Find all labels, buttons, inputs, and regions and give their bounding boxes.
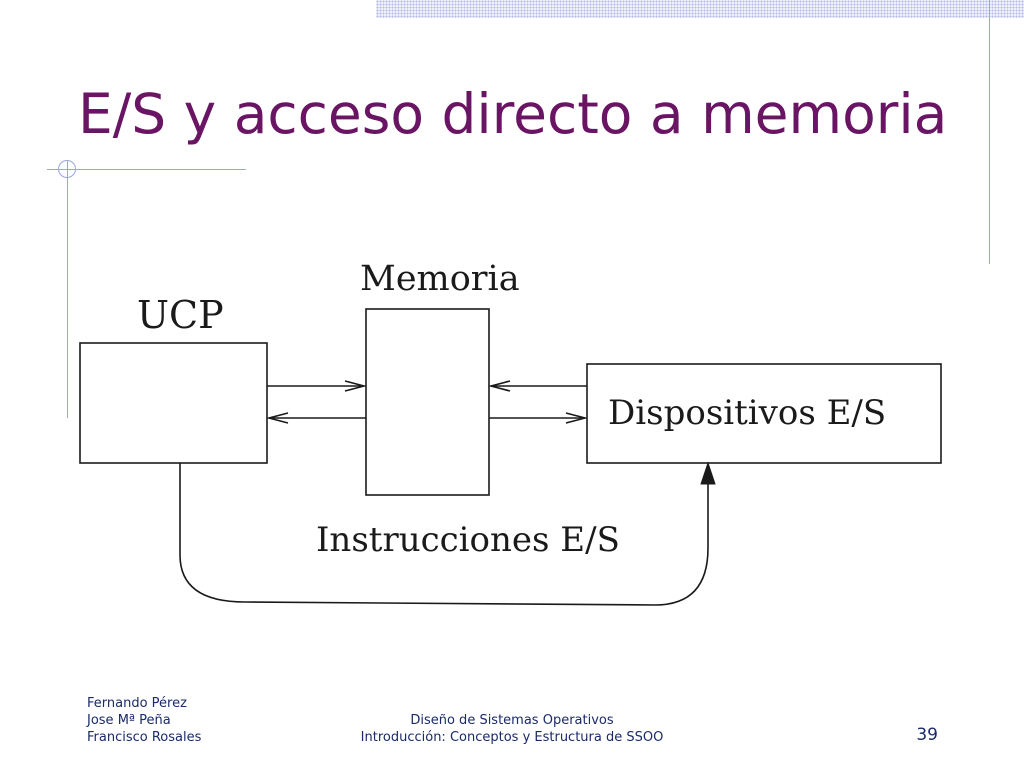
footer-subtitle: Introducción: Conceptos y Estructura de … — [360, 730, 664, 745]
footer-course-info: Diseño de Sistemas Operativos Introducci… — [361, 712, 664, 746]
left-vertical-rule — [67, 160, 68, 418]
cpu-to-memory-arrowhead — [344, 380, 368, 392]
title-underline-rule — [47, 169, 246, 170]
io-instruction-path — [179, 463, 709, 606]
memory-box — [365, 308, 490, 496]
footer-course: Diseño de Sistemas Operativos — [410, 713, 614, 728]
slide-title: E/S y acceso directo a memoria — [78, 82, 948, 146]
footer-authors: Fernando Pérez Jose Mª Peña Francisco Ro… — [87, 695, 201, 746]
top-dotted-band — [376, 0, 1024, 18]
page-number: 39 — [916, 725, 938, 745]
corner-ring-ornament — [58, 160, 76, 178]
memory-label: Memoria — [360, 259, 520, 299]
cpu-box — [79, 342, 268, 464]
devices-to-memory-arrowhead — [487, 380, 511, 392]
devices-box — [586, 363, 942, 464]
footer-author-3: Francisco Rosales — [87, 730, 202, 745]
footer-author-1: Fernando Pérez — [87, 696, 187, 711]
io-instructions-label: Instrucciones E/S — [316, 520, 620, 560]
memory-to-cpu-arrowhead — [265, 412, 289, 424]
cpu-label: UCP — [137, 293, 224, 337]
footer-author-2: Jose Mª Peña — [87, 713, 171, 728]
right-vertical-rule — [989, 0, 990, 264]
devices-label: Dispositivos E/S — [608, 393, 886, 433]
memory-to-devices-arrowhead — [565, 412, 589, 424]
io-instruction-arrowhead — [700, 461, 716, 485]
